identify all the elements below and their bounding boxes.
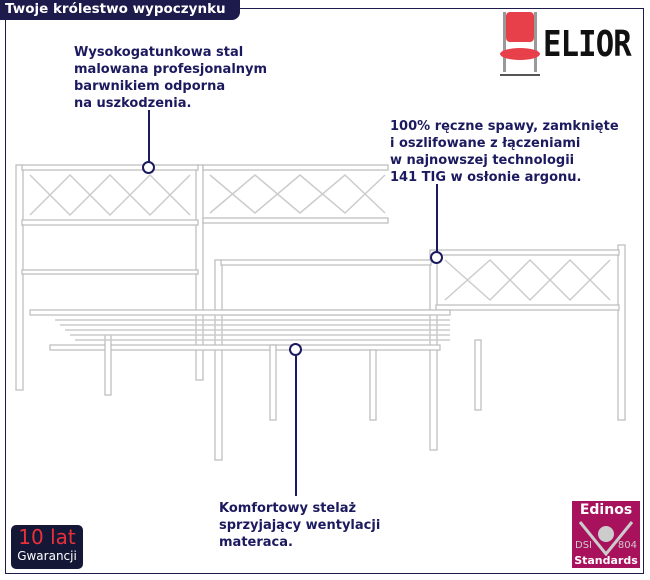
warranty-badge: 10 lat Gwarancji [11,525,83,569]
certificate-badge: Edinos DSI 804 Standards [572,501,640,568]
warranty-label: Gwarancji [17,549,77,563]
certificate-left: DSI [575,540,592,551]
note-slats: Komfortowy stelaż sprzyjający wentylacji… [219,501,381,550]
marker-dot [142,161,155,174]
marker-dot [430,251,443,264]
note-steel: Wysokogatunkowa stal malowana profesjona… [74,45,268,111]
chair-logo-icon [500,12,540,76]
warranty-years: 10 lat [18,525,76,549]
frame [5,8,644,574]
brand-logo: ELIOR [543,24,632,65]
note-welds: 100% ręczne spawy, zamknięte i oszlifowa… [390,119,619,185]
bed-frame-image [15,164,626,461]
certificate-v-icon [578,521,634,556]
certificate-right: 804 [617,540,637,551]
header-title: Twoje królestwo wypoczynku [0,0,240,20]
certificate-label: Standards [574,554,638,567]
certificate-brand: Edinos [579,502,633,518]
marker-dot [289,343,302,356]
